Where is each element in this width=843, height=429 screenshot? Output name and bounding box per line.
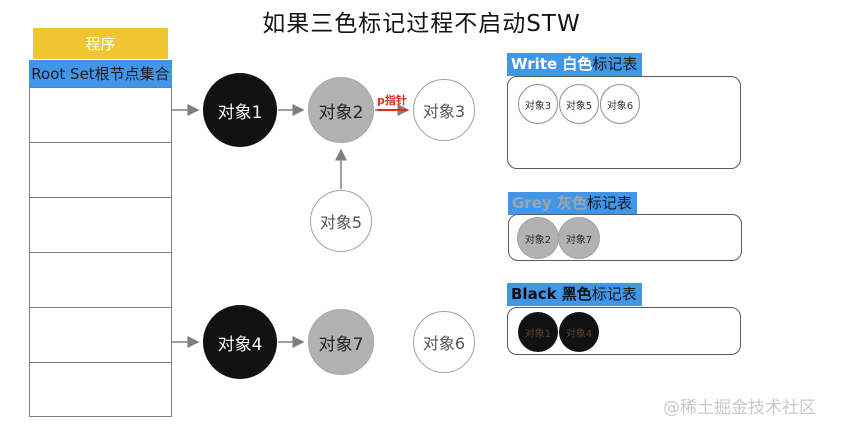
grey-marktable-item: 对象7 [558, 217, 600, 259]
node-obj3: 对象3 [413, 79, 475, 141]
table-empty-row [30, 308, 171, 363]
watermark: @稀土掘金技术社区 [663, 398, 816, 418]
root-set-row: Root Set根节点集合 [29, 60, 172, 87]
node-obj2: 对象2 [308, 77, 374, 143]
grey-marktable-header: Grey 灰色标记表 [508, 192, 637, 215]
pointer-p-label: p指针 [377, 92, 407, 111]
program-table-rows [29, 87, 172, 417]
node-obj4: 对象4 [203, 305, 277, 379]
table-empty-row [30, 253, 171, 308]
grey-marktable-header-highlight: Grey 灰色 [512, 194, 587, 212]
black-marktable-item: 对象1 [518, 312, 558, 352]
black-marktable-box: 对象1 对象4 [507, 307, 741, 355]
page-title: 如果三色标记过程不启动STW [262, 11, 581, 37]
white-marktable-box: 对象3 对象5 对象6 [507, 76, 741, 169]
black-marktable-header: Black 黑色标记表 [507, 283, 642, 306]
table-empty-row [30, 88, 171, 143]
node-obj5: 对象5 [310, 190, 372, 252]
node-obj1: 对象1 [203, 73, 277, 147]
node-obj6: 对象6 [413, 311, 475, 373]
white-marktable-header-rest: 标记表 [592, 55, 638, 73]
table-empty-row [30, 143, 171, 198]
white-marktable-item: 对象5 [559, 84, 599, 124]
black-marktable-header-highlight: Black 黑色 [511, 285, 592, 303]
grey-marktable-header-rest: 标记表 [586, 194, 632, 212]
grey-marktable-box: 对象2 对象7 [508, 214, 742, 261]
grey-marktable-item: 对象2 [517, 217, 559, 259]
white-marktable-item: 对象6 [600, 84, 640, 124]
black-marktable-item: 对象4 [559, 312, 599, 352]
black-marktable-header-rest: 标记表 [591, 285, 637, 303]
program-table-header: 程序 [33, 28, 168, 59]
white-marktable-header: Write 白色标记表 [507, 53, 643, 76]
white-marktable-header-highlight: Write 白色 [511, 55, 593, 73]
node-obj7: 对象7 [308, 309, 374, 375]
white-marktable-item: 对象3 [518, 84, 558, 124]
table-empty-row [30, 198, 171, 253]
